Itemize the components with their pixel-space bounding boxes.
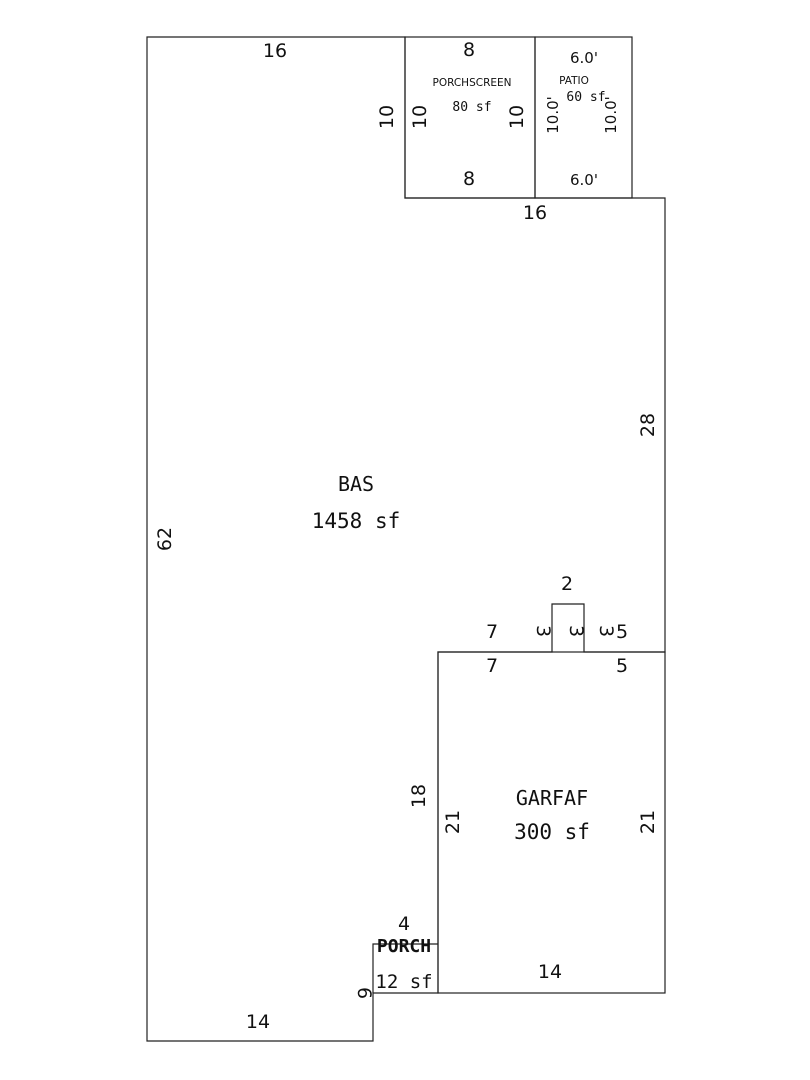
- dim-garage-top-left: 7: [486, 655, 498, 677]
- porch-label: PORCH: [377, 936, 431, 957]
- dim-bump-left-inner: 3: [532, 625, 554, 637]
- porch-screen-area: 80 sf: [452, 100, 491, 115]
- patio-outline: [534, 36, 633, 199]
- dim-bas-top: 16: [263, 40, 287, 62]
- dim-bas-right: 28: [637, 413, 659, 437]
- bas-label: BAS: [338, 472, 374, 496]
- dim-bas-step-top: 16: [523, 202, 547, 224]
- porch-screen-label: PORCHSCREEN: [432, 77, 511, 89]
- dim-bas-bottom: 14: [246, 1011, 270, 1033]
- dim-bump-mid: 3: [565, 625, 587, 637]
- dim-screen-top: 8: [463, 39, 475, 61]
- dim-patio-bottom: 6.0': [570, 171, 598, 189]
- garage-area: 300 sf: [514, 820, 590, 844]
- dim-garage-bottom: 14: [538, 961, 562, 983]
- patio-label: PATIO: [559, 75, 589, 87]
- garage-outline: [437, 651, 666, 994]
- dim-patio-left: 10.0': [544, 96, 562, 134]
- dim-screen-bottom: 8: [463, 168, 475, 190]
- dim-patio-top: 6.0': [570, 49, 598, 67]
- patio-area: 60 sf: [566, 90, 605, 105]
- dim-patio-right: 10.0': [602, 96, 620, 134]
- dim-bump-right-inner: 3: [595, 625, 617, 637]
- porch-area: 12 sf: [375, 971, 432, 993]
- dim-garage-left-outer: 18: [408, 784, 430, 808]
- dim-garage-top-right: 5: [616, 655, 628, 677]
- garage-label: GARFAF: [516, 786, 588, 810]
- dim-porch-top: 4: [398, 913, 410, 935]
- dim-screen-right: 10: [506, 105, 528, 129]
- bas-area: 1458 sf: [312, 509, 401, 533]
- dim-bas-notch-right: 5: [616, 621, 628, 643]
- dim-garage-right: 21: [637, 810, 659, 834]
- dim-bump-width: 2: [561, 573, 573, 595]
- dim-screen-left-outer: 10: [376, 105, 398, 129]
- dim-bas-left: 62: [154, 527, 176, 551]
- dim-bas-notch-left: 7: [486, 621, 498, 643]
- dim-screen-left-inner: 10: [409, 105, 431, 129]
- dim-porch-side: 6: [353, 987, 375, 999]
- dim-garage-left-inner: 21: [442, 810, 464, 834]
- porch-outline: [372, 943, 438, 993]
